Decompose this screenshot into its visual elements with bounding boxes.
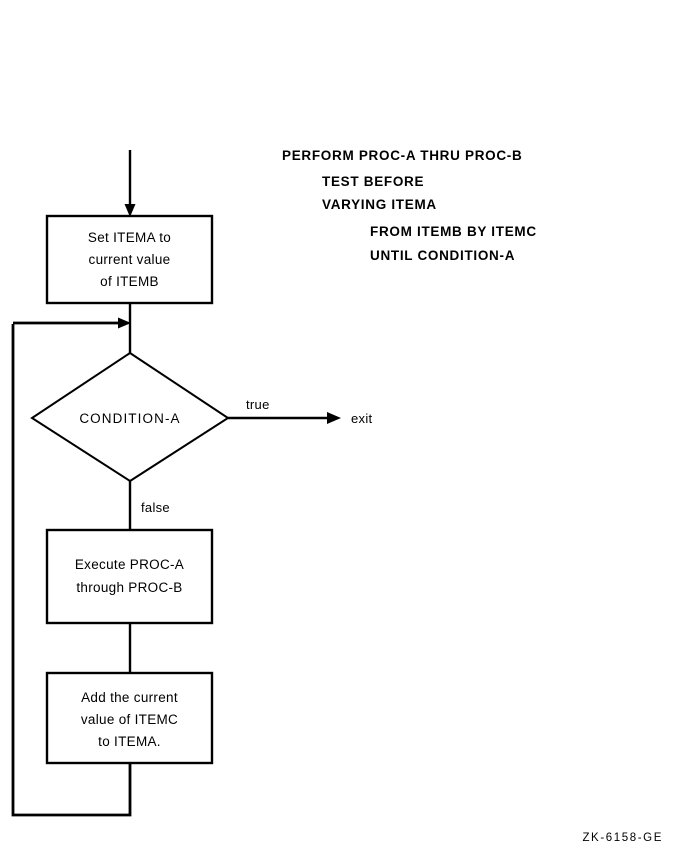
node-execute-proc-line-2: through PROC-B <box>76 580 182 595</box>
connectors <box>11 150 341 817</box>
edge-loop-back-path <box>11 324 132 817</box>
edge-label-true: true <box>246 397 270 412</box>
node-add-itemc-line-2: value of ITEMC <box>81 712 178 727</box>
entry-arrow <box>124 150 136 217</box>
edge-label-false: false <box>141 500 170 515</box>
code-line-4: FROM ITEMB BY ITEMC <box>370 224 537 239</box>
node-execute-proc-line-1: Execute PROC-A <box>75 557 184 572</box>
node-set-itema-line-2: current value <box>89 252 171 267</box>
figure-id-label: ZK-6158-GE <box>582 832 663 844</box>
code-listing: PERFORM PROC-A THRU PROC-B TEST BEFORE V… <box>282 148 537 263</box>
node-add-itemc-line-1: Add the current <box>81 690 178 705</box>
code-line-2: TEST BEFORE <box>322 174 424 189</box>
node-set-itema-line-3: of ITEMB <box>100 274 159 289</box>
loop-back-arrowhead <box>13 317 131 329</box>
code-line-3: VARYING ITEMA <box>322 197 437 212</box>
edge-true-exit <box>228 412 341 424</box>
node-execute-proc: Execute PROC-A through PROC-B <box>45 528 214 625</box>
node-set-itema: Set ITEMA to current value of ITEMB <box>45 214 214 305</box>
node-add-itemc-line-3: to ITEMA. <box>98 734 161 749</box>
code-line-1: PERFORM PROC-A THRU PROC-B <box>282 148 522 163</box>
node-condition-a: CONDITION-A <box>30 351 230 483</box>
edge-label-exit: exit <box>351 411 373 426</box>
node-condition-a-label: CONDITION-A <box>79 411 180 426</box>
code-line-5: UNTIL CONDITION-A <box>370 248 515 263</box>
node-add-itemc: Add the current value of ITEMC to ITEMA. <box>45 671 214 765</box>
node-set-itema-line-1: Set ITEMA to <box>88 230 171 245</box>
